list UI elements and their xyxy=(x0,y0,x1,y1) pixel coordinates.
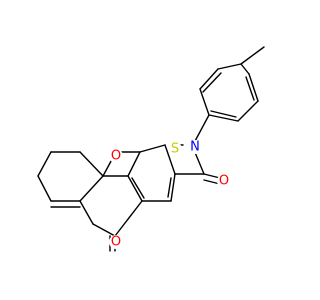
bond xyxy=(203,179,221,185)
bond xyxy=(208,114,239,122)
atom-label-background xyxy=(168,142,182,156)
bond xyxy=(92,223,116,237)
bond xyxy=(167,177,172,198)
bond xyxy=(248,73,259,102)
atom-label-background xyxy=(188,140,202,154)
atom-label-background xyxy=(109,235,123,249)
bond xyxy=(203,173,221,179)
bond xyxy=(245,76,255,101)
bond xyxy=(240,63,250,75)
bond xyxy=(79,151,104,177)
bond xyxy=(139,144,166,153)
bond xyxy=(193,149,205,175)
bond xyxy=(127,175,143,202)
bond xyxy=(79,175,104,202)
atom-label-o10: O xyxy=(111,149,121,164)
bond xyxy=(131,177,145,199)
bond xyxy=(199,68,219,90)
atom-label-n: N xyxy=(190,140,200,155)
bond xyxy=(237,100,259,122)
bond xyxy=(37,175,52,202)
bond xyxy=(217,63,242,70)
atom-label-background xyxy=(109,149,123,163)
atom-label-o3: O xyxy=(219,174,229,189)
bond xyxy=(127,151,141,177)
bond xyxy=(210,110,237,118)
bond xyxy=(202,72,222,93)
bond xyxy=(114,200,143,237)
atom-label-background xyxy=(217,174,231,188)
bond xyxy=(199,88,210,116)
bond xyxy=(193,114,210,144)
bond xyxy=(79,200,94,225)
bond xyxy=(170,173,176,202)
bond xyxy=(164,144,176,175)
bond xyxy=(37,151,52,177)
bond-layer xyxy=(37,46,265,252)
atom-label-s: S xyxy=(171,142,179,157)
bond xyxy=(240,46,265,65)
atom-label-o6: O xyxy=(111,235,121,250)
